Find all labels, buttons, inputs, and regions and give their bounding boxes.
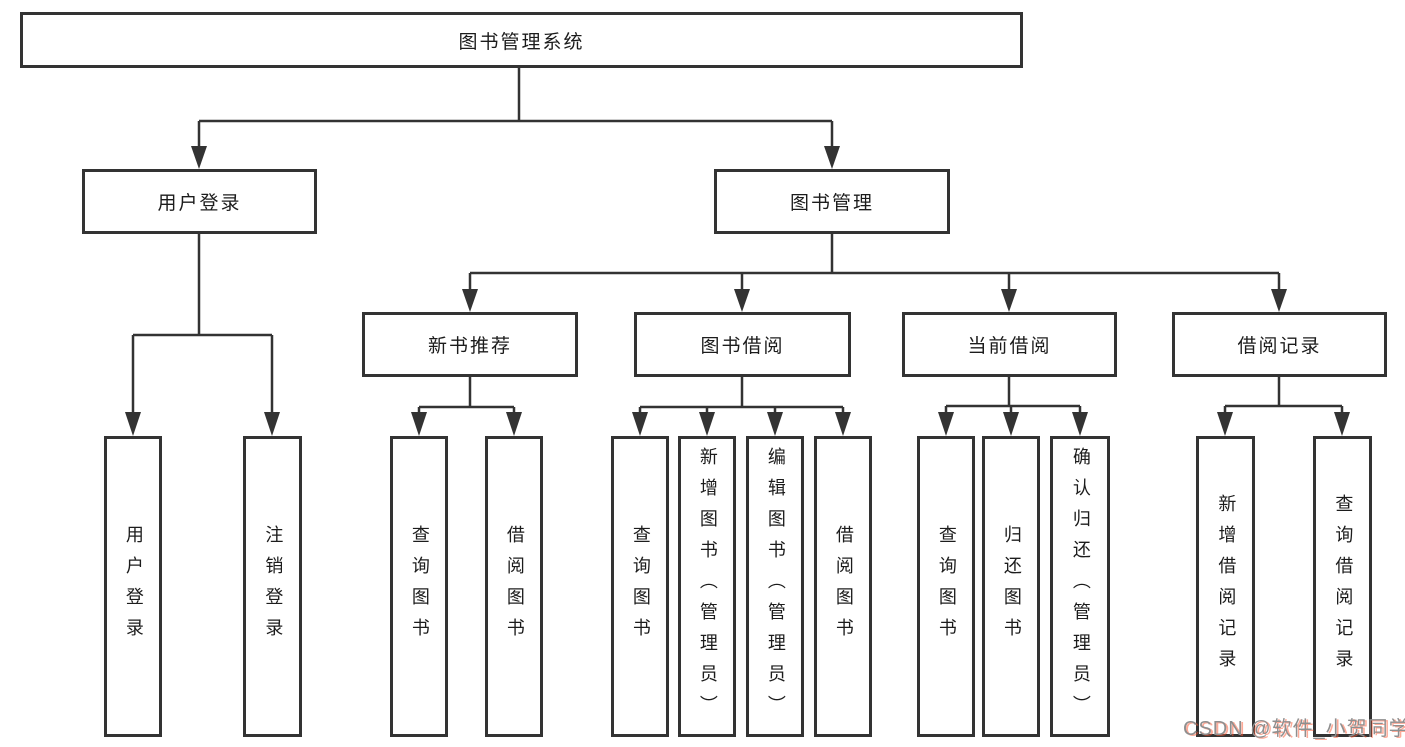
node-borrow-record: 借阅记录: [1172, 312, 1387, 377]
node-book-management: 图书管理: [714, 169, 950, 234]
leaf-logout: 注销登录: [243, 436, 302, 737]
leaf-borrow-query-book: 查询图书: [611, 436, 669, 737]
node-root-system: 图书管理系统: [20, 12, 1023, 68]
node-user-login: 用户登录: [82, 169, 317, 234]
node-new-book-recommend: 新书推荐: [362, 312, 578, 377]
leaf-borrow-borrow-book: 借阅图书: [814, 436, 872, 737]
leaf-recommend-query-book: 查询图书: [390, 436, 448, 737]
leaf-record-add-record: 新增借阅记录: [1196, 436, 1255, 737]
leaf-borrow-edit-book-admin: 编辑图书（管理员）: [746, 436, 804, 737]
csdn-watermark: CSDN @软件_小贺同学: [1183, 718, 1405, 740]
leaf-borrow-add-book-admin: 新增图书（管理员）: [678, 436, 736, 737]
leaf-current-confirm-return-admin: 确认归还（管理员）: [1050, 436, 1110, 737]
leaf-user-login: 用户登录: [104, 436, 162, 737]
connector-edges: [131, 68, 1344, 413]
leaf-current-query-book: 查询图书: [917, 436, 975, 737]
node-current-borrow: 当前借阅: [902, 312, 1117, 377]
leaf-record-query-record: 查询借阅记录: [1313, 436, 1372, 737]
arrow-down-icons: [125, 146, 1350, 436]
leaf-recommend-borrow-book: 借阅图书: [485, 436, 543, 737]
node-book-borrow: 图书借阅: [634, 312, 851, 377]
leaf-current-return-book: 归还图书: [982, 436, 1040, 737]
